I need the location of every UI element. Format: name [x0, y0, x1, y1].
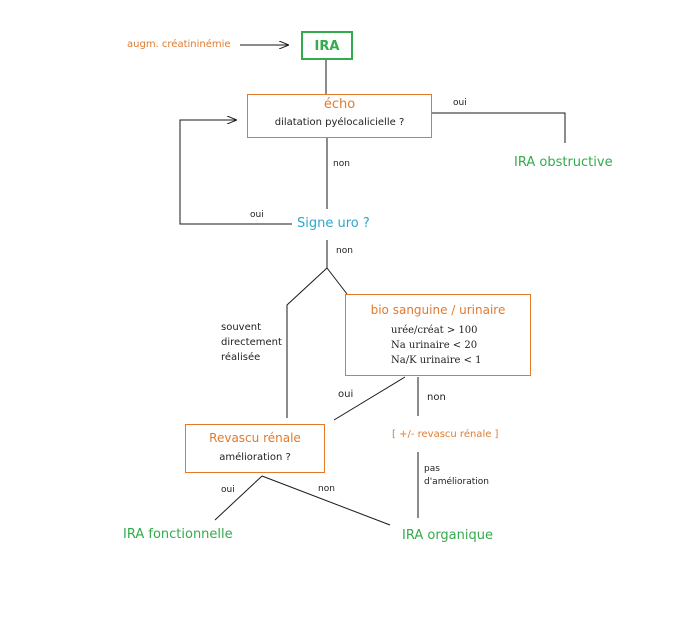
souvent-line-2: directement [221, 337, 282, 348]
ira-label: IRA [314, 39, 340, 54]
revascu-question: amélioration ? [219, 452, 291, 463]
line-split-right [326, 267, 348, 295]
bio-line-1: urée/créat > 100 [391, 325, 478, 336]
edge-label-bio-oui: oui [338, 389, 354, 400]
souvent-line-1: souvent [221, 322, 261, 333]
signe-uro-label: Signe uro ? [297, 216, 370, 231]
bio-line-3: Na/K urinaire < 1 [391, 355, 482, 366]
revascu-box: Revascu rénale amélioration ? [185, 424, 325, 473]
echo-box: écho dilatation pyélocalicielle ? [247, 94, 432, 138]
edge-label-echo-oui: oui [453, 98, 467, 108]
line-split-left [286, 267, 328, 418]
echo-title: écho [323, 97, 356, 112]
start-label: augm. créatininémie [127, 39, 231, 50]
edge-label-bio-non: non [427, 392, 446, 403]
ira-organique-label: IRA organique [402, 528, 493, 543]
edge-label-echo-non: non [333, 159, 350, 169]
revascu-optional-label: [ +/- revascu rénale ] [392, 429, 499, 440]
ira-box: IRA [301, 31, 353, 60]
edge-label-uro-non: non [336, 246, 353, 256]
edge-label-uro-oui: oui [250, 210, 264, 220]
revascu-title: Revascu rénale [209, 431, 301, 445]
line-revascu-non [261, 475, 391, 526]
pas-amelioration-line-2: d'amélioration [424, 477, 489, 487]
edge-label-revascu-non: non [318, 484, 335, 494]
line-uro-oui-loop [179, 120, 292, 225]
bio-box: bio sanguine / urinaire urée/créat > 100… [345, 294, 531, 376]
line-bio-oui [333, 376, 406, 421]
ira-obstructive-label: IRA obstructive [514, 155, 613, 170]
souvent-line-3: réalisée [221, 352, 261, 363]
line-echo-oui [431, 112, 566, 143]
echo-question: dilatation pyélocalicielle ? [274, 117, 405, 128]
edge-label-revascu-oui: oui [221, 485, 235, 495]
pas-amelioration-line-1: pas [424, 464, 440, 474]
bio-line-2: Na urinaire < 20 [391, 340, 478, 351]
ira-fonctionnelle-label: IRA fonctionnelle [123, 527, 233, 542]
bio-title: bio sanguine / urinaire [370, 303, 506, 317]
line-revascu-oui [214, 475, 263, 521]
